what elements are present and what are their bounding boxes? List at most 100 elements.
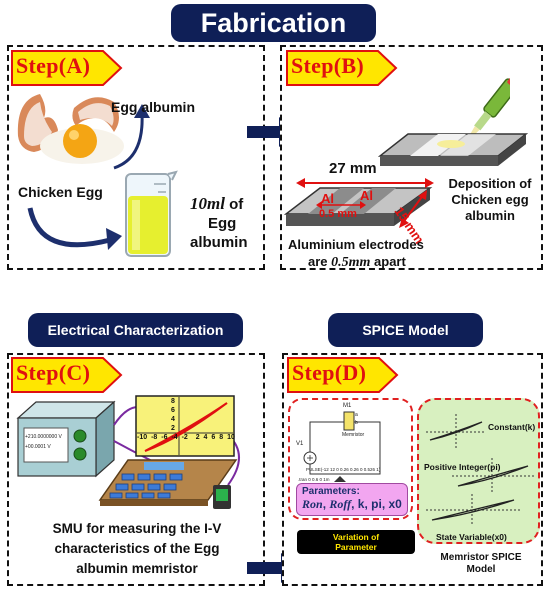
arrow-curve-a1 <box>113 104 150 170</box>
step-c-label: Step(C) <box>16 360 91 385</box>
param-ron: Ron <box>302 497 323 511</box>
deposition-slide <box>378 133 528 166</box>
deposition-label: Deposition of Chicken egg albumin <box>435 176 545 224</box>
variation-badge: Variation of Parameter <box>297 530 415 554</box>
model-caption-line1: Memristor SPICE <box>440 552 522 563</box>
iv-hysteresis-loop <box>144 402 228 452</box>
smu-caption-line1: SMU for measuring the I-V <box>52 521 222 536</box>
deposition-line2: Chicken egg <box>451 192 529 207</box>
hysteresis-plot-state <box>426 494 522 526</box>
step-a-label: Step(A) <box>16 53 91 78</box>
dimension-length: 27 mm <box>329 160 377 177</box>
state-variable-label: State Variable(x0) <box>436 532 507 542</box>
state-positive-label: Positive Integer(pi) <box>424 462 501 472</box>
pin-a: a <box>355 412 358 418</box>
tran-text: .tran 0 0.6 0 1m <box>298 477 330 482</box>
eggshell-right-inner <box>78 103 114 126</box>
iv-x-tick: -8 <box>151 434 158 441</box>
deposition-line3: albumin <box>465 208 515 223</box>
spice-schematic <box>303 411 381 482</box>
smu-caption-line3: albumin memristor <box>76 561 198 576</box>
electrical-characterization-pill: Electrical Characterization <box>28 313 243 347</box>
spice-model-title: SPICE Model <box>362 322 449 338</box>
variation-line1: Variation of <box>332 532 380 542</box>
pin-b: b <box>355 420 358 426</box>
chicken-egg-label: Chicken Egg <box>18 184 103 200</box>
parameters-title: Parameters: <box>302 486 360 497</box>
smu-device <box>16 400 116 478</box>
step-d-label: Step(D) <box>292 360 367 385</box>
iv-x-ticks: -10 -8 -6 -4 -2 2 4 6 8 10 <box>137 434 235 441</box>
volume-line2: Egg <box>208 215 237 232</box>
egg-yolk-highlight <box>69 130 79 140</box>
component-m1: M1 <box>343 403 352 409</box>
dimension-length-arrow <box>296 178 434 188</box>
electrode-left-label: Al <box>321 191 334 206</box>
gap-label: 0.5 mm <box>319 208 357 220</box>
iv-y-tick: 8 <box>171 398 175 405</box>
iv-x-tick: -2 <box>181 434 188 441</box>
param-rest: , k, pi, x0 <box>351 497 402 511</box>
electrode-right-label: Al <box>360 188 373 203</box>
model-caption-line2: Model <box>466 564 496 575</box>
iv-y-tick: 4 <box>171 416 175 423</box>
param-roff: Roff <box>329 497 352 511</box>
iv-x-tick: -6 <box>161 434 168 441</box>
egg-albumin-label: Egg albumin <box>111 99 195 115</box>
step-b-label: Step(B) <box>291 53 364 78</box>
hysteresis-plots <box>426 414 534 526</box>
fabrication-title-pill: Fabrication <box>171 4 376 42</box>
dimension-width-arrow <box>399 190 427 228</box>
iv-x-tick: 4 <box>203 434 208 441</box>
step-d-tag <box>287 357 399 393</box>
iv-x-tick: -10 <box>137 434 148 441</box>
smu-readout-1: +210.0000000 V <box>25 434 62 440</box>
gap-arrow <box>316 201 366 209</box>
iv-x-tick: 8 <box>219 434 224 441</box>
step-a-tag <box>11 50 123 86</box>
iv-plot-screen <box>135 395 235 457</box>
egg-yolk <box>63 124 97 158</box>
source-v1: V1 <box>296 441 304 447</box>
electrodes-label: Aluminium electrodes are 0.5mm apart <box>288 236 424 271</box>
electrical-characterization-title: Electrical Characterization <box>47 322 224 338</box>
iv-x-tick: -4 <box>171 434 178 441</box>
egg-illustration <box>17 94 124 164</box>
parameters-list: Ron, Roff, k, pi, x0 <box>302 497 402 511</box>
volume-label: 10ml of Egg albumin <box>190 194 248 252</box>
iv-y-tick: 2 <box>171 425 175 432</box>
hysteresis-plot-constant <box>426 414 486 450</box>
model-caption: Memristor SPICE Model <box>424 552 538 576</box>
volume-of: of <box>224 196 244 213</box>
hysteresis-plot-positive <box>452 458 534 494</box>
pulse-text: PULSE(-12 12 0 0.26 0.26 0 0.526 1) <box>306 467 381 472</box>
spice-model-pill: SPICE Model <box>328 313 483 347</box>
electrodes-line2-prefix: are <box>308 254 332 269</box>
step-c-tag <box>11 357 123 393</box>
page-title: Fabrication <box>200 7 347 38</box>
iv-x-tick: 6 <box>211 434 216 441</box>
beaker-icon <box>125 170 178 257</box>
step-b-tag <box>286 50 398 86</box>
electrodes-line2-suffix: apart <box>370 254 406 269</box>
probe-board <box>98 459 238 506</box>
iv-y-ticks: 8 6 4 2 <box>171 397 175 433</box>
variation-line2: Parameter <box>335 542 377 552</box>
iv-y-tick: 6 <box>171 407 175 414</box>
electrodes-line2-value: 0.5mm <box>331 255 371 270</box>
probe-meter <box>213 485 231 509</box>
volume-value: 10ml <box>190 194 225 213</box>
iv-x-tick: 10 <box>227 434 235 441</box>
volume-line3: albumin <box>190 234 248 251</box>
deposition-line1: Deposition of <box>448 176 532 191</box>
parameters-box: Parameters: Ron, Roff, k, pi, x0 <box>296 483 408 516</box>
state-constant-label: Constant(k) <box>488 422 536 432</box>
smu-caption-line2: characteristics of the Egg <box>54 541 220 556</box>
memristor-label: Memristor <box>342 432 365 438</box>
electrodes-line1: Aluminium electrodes <box>288 237 424 252</box>
eggshell-left-inner <box>24 102 52 146</box>
iv-x-tick: 2 <box>195 434 200 441</box>
smu-readout-2: +00.0001 V <box>25 444 51 450</box>
smu-caption: SMU for measuring the I-V characteristic… <box>12 519 262 579</box>
arrow-curve-a2 <box>27 207 122 250</box>
